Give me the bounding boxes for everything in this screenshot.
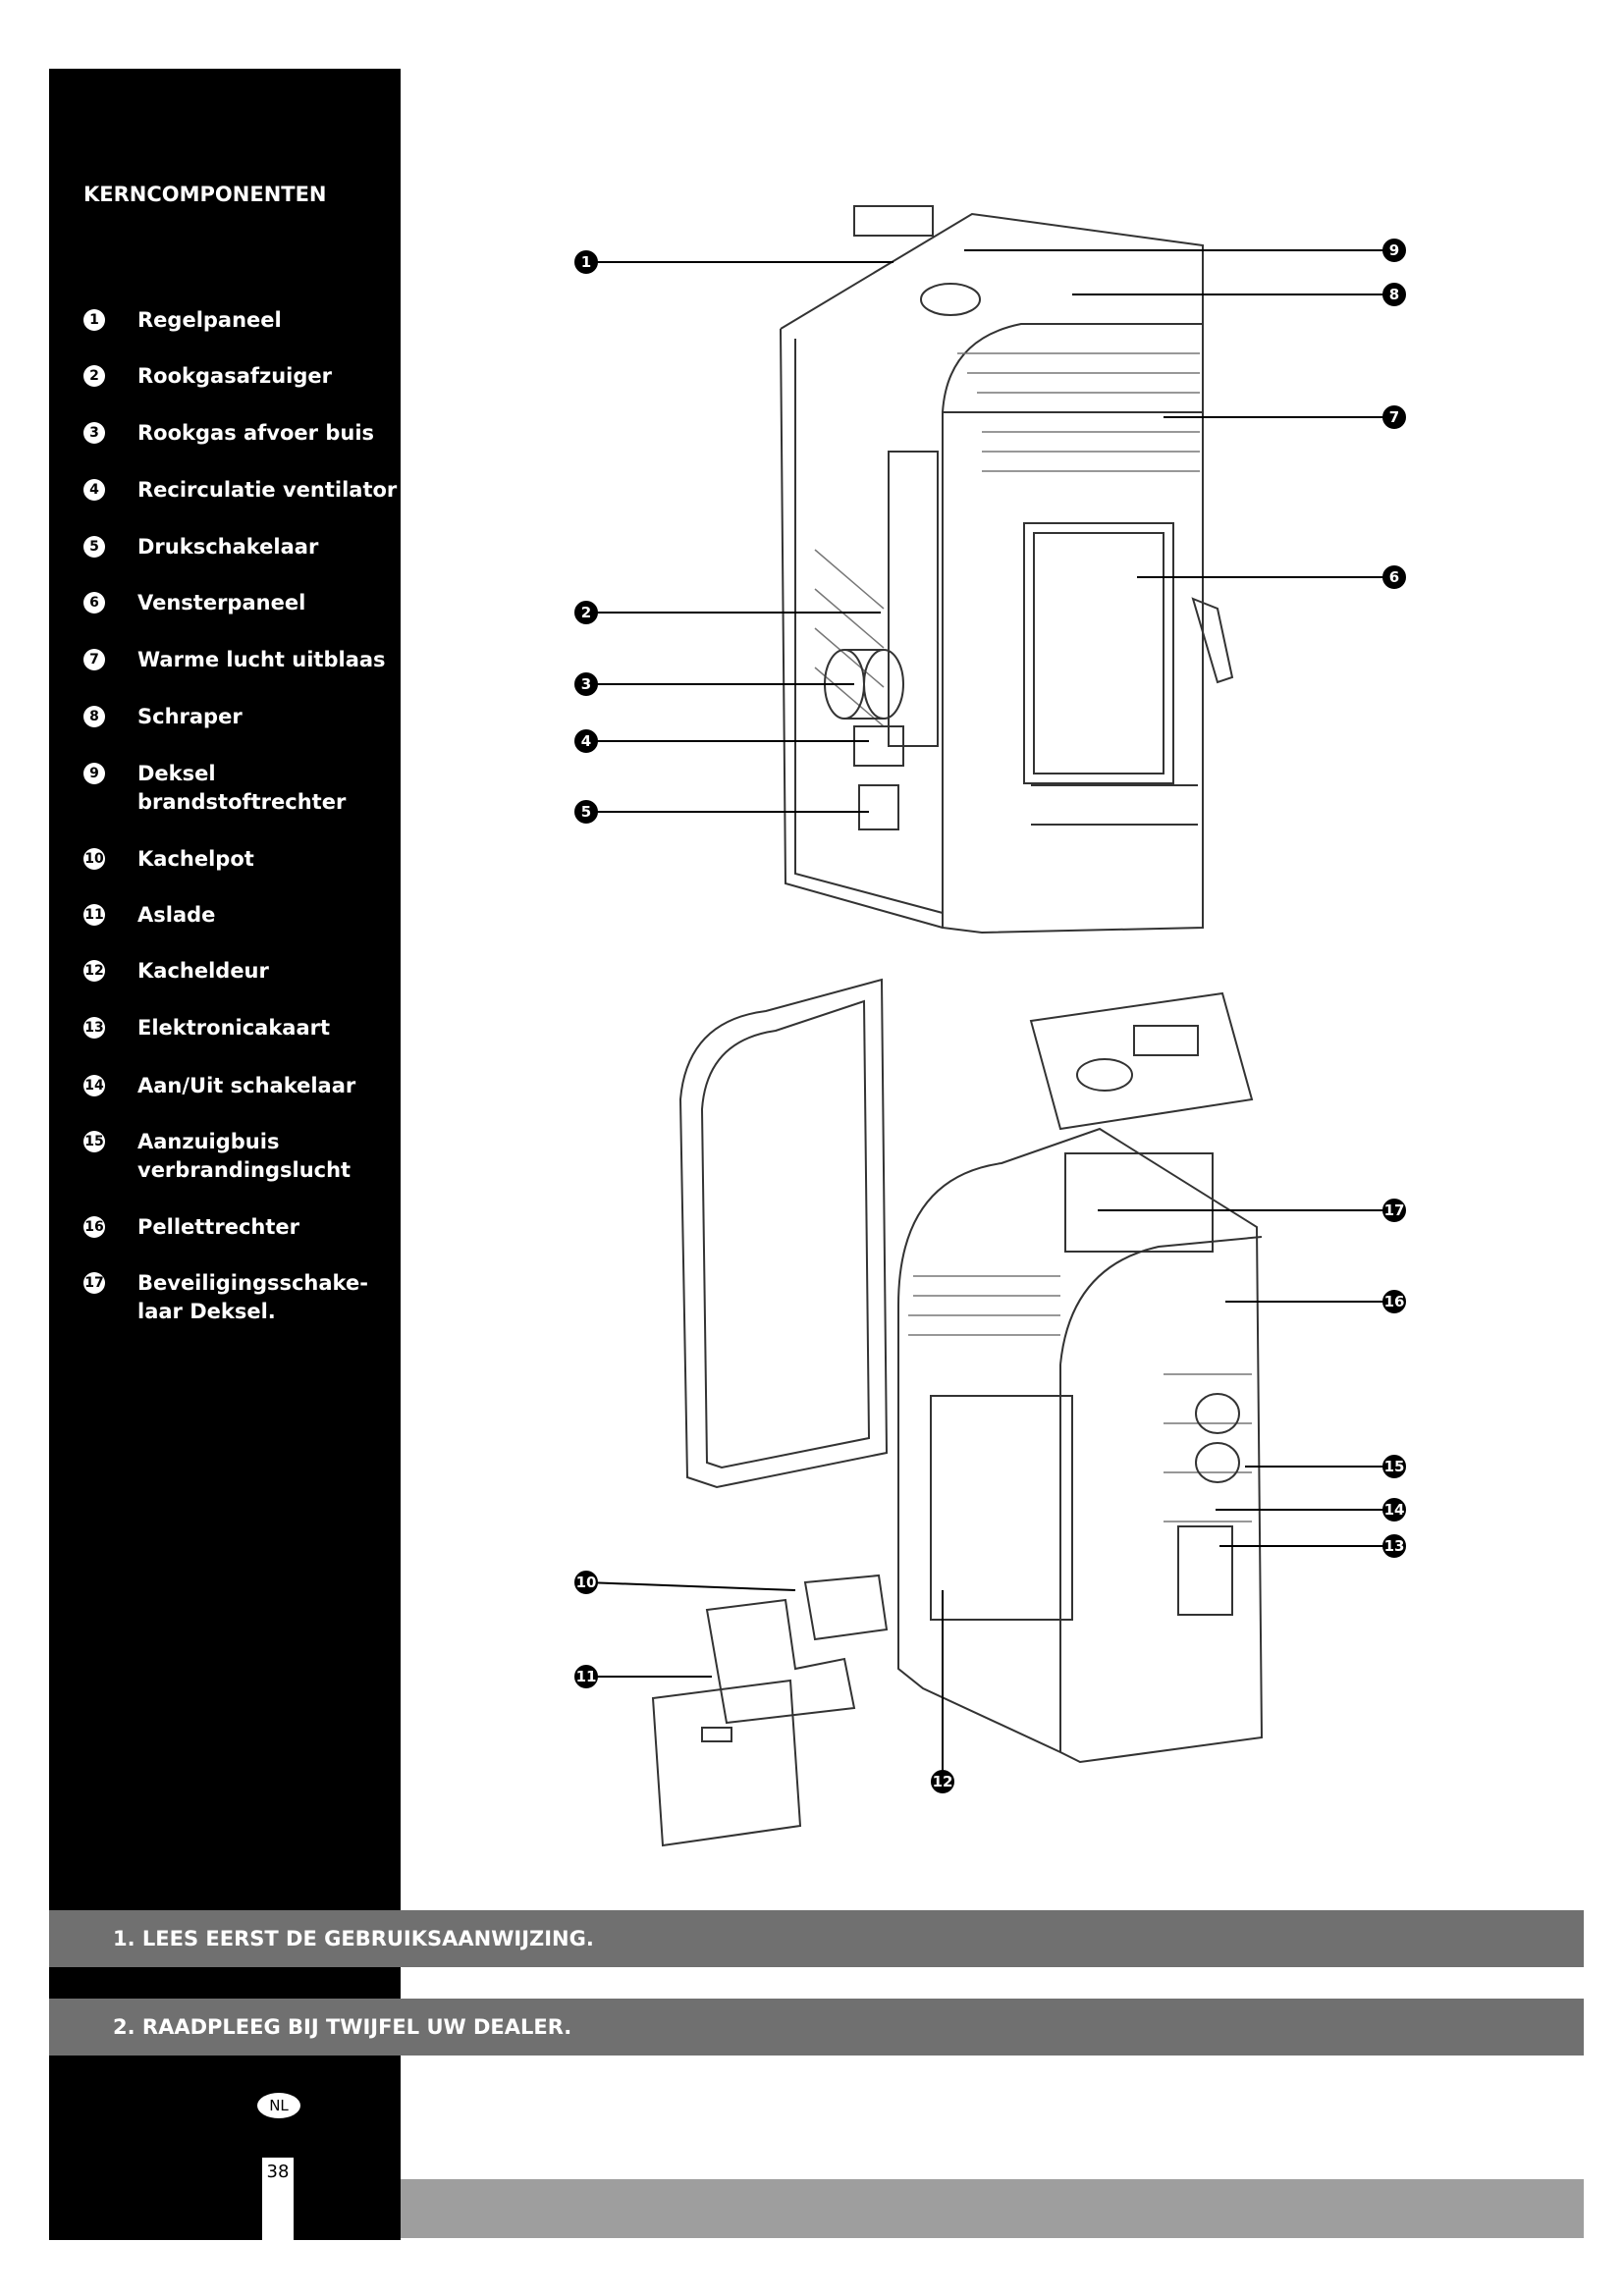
legend-number: 5 [83, 536, 105, 558]
legend-label: Pellettrechter [137, 1215, 299, 1239]
callout-10: 10 [574, 1571, 796, 1594]
section-title: KERNCOMPONENTEN [83, 183, 327, 206]
legend-label: Drukschakelaar [137, 535, 319, 559]
legend-number: 1 [83, 309, 105, 331]
callout-marker [574, 672, 598, 696]
callout-marker [574, 1571, 598, 1594]
callout-15: 15 [1245, 1455, 1406, 1478]
callout-marker [574, 250, 598, 274]
footer-bar [401, 2179, 1584, 2238]
legend-number: 3 [83, 422, 105, 444]
callout-marker [574, 800, 598, 824]
callout-marker [1382, 1290, 1406, 1313]
callout-marker [1382, 1455, 1406, 1478]
callout-13: 13 [1219, 1534, 1406, 1558]
legend-number: 8 [83, 706, 105, 727]
callout-2: 2 [574, 601, 881, 624]
callout-marker [1382, 1534, 1406, 1558]
callout-line [585, 1581, 796, 1591]
callout-number: 8 [1389, 286, 1399, 303]
legend-label: Vensterpaneel [137, 591, 306, 614]
notice-1: 1. LEES EERST DE GEBRUIKSAANWIJZING. [113, 1927, 594, 1950]
callout-number: 11 [576, 1668, 597, 1685]
legend-label: Rookgas afvoer buis [137, 421, 375, 445]
callout-marker [574, 1665, 598, 1688]
callout-number: 2 [581, 604, 591, 621]
stove-assembled [780, 205, 1234, 934]
legend-label: Schraper [137, 705, 243, 728]
callout-5: 5 [574, 800, 869, 824]
callout-9: 9 [964, 239, 1406, 262]
callout-marker [574, 601, 598, 624]
legend-label: Rookgasafzuiger [137, 364, 333, 388]
callout-6: 6 [1137, 565, 1406, 589]
legend-label: Aan/Uit schakelaar [137, 1074, 356, 1097]
legend-label: Warme lucht uitblaas [137, 648, 386, 671]
notice-bar-1: 1. LEES EERST DE GEBRUIKSAANWIJZING. [49, 1910, 1584, 1967]
callout-number: 4 [581, 732, 591, 750]
legend-number: 15 [83, 1131, 105, 1152]
legend-label: Elektronicakaart [137, 1016, 331, 1040]
callout-1: 1 [574, 250, 893, 274]
stove-exploded [651, 978, 1264, 1847]
callout-marker [1382, 565, 1406, 589]
callout-marker [931, 1770, 954, 1793]
callout-number: 9 [1389, 241, 1399, 259]
callout-number: 13 [1384, 1537, 1405, 1555]
legend-label: Regelpaneel [137, 308, 282, 332]
legend-number: 2 [83, 365, 105, 387]
callout-marker [1382, 405, 1406, 429]
callout-number: 12 [933, 1773, 953, 1790]
legend-number: 10 [83, 848, 105, 870]
callout-8: 8 [1072, 283, 1406, 306]
callout-number: 17 [1384, 1201, 1405, 1219]
language-badge: NL [257, 2093, 300, 2118]
callout-3: 3 [574, 672, 854, 696]
legend-number: 4 [83, 479, 105, 501]
callout-number: 16 [1384, 1293, 1405, 1310]
legend-number: 9 [83, 763, 105, 784]
legend-label: Recirculatie ventilator [137, 478, 398, 502]
callout-16: 16 [1225, 1290, 1406, 1313]
legend-label: Beveiligingsschake-laar Deksel. [137, 1271, 368, 1323]
callout-marker [1382, 283, 1406, 306]
notice-bar-2: 2. RAADPLEEG BIJ TWIJFEL UW DEALER. [49, 1999, 1584, 2056]
callout-marker [1382, 1498, 1406, 1522]
legend-label: Kacheldeur [137, 959, 269, 983]
legend-number: 11 [83, 904, 105, 926]
callout-marker [1382, 239, 1406, 262]
legend-number: 13 [83, 1017, 105, 1039]
legend-label: Aanzuigbuis verbrandingslucht [137, 1130, 352, 1182]
callout-number: 15 [1384, 1458, 1405, 1475]
legend-label: Deksel brandstoftrechter [137, 762, 347, 814]
callout-marker [574, 729, 598, 753]
legend-number: 17 [83, 1272, 105, 1294]
callout-number: 7 [1389, 408, 1399, 426]
page-number: 38 [262, 2158, 294, 2240]
callout-4: 4 [574, 729, 869, 753]
callout-number: 1 [581, 253, 591, 271]
callout-number: 6 [1389, 568, 1399, 586]
legend-label: Aslade [137, 903, 216, 927]
sidebar [49, 69, 401, 2240]
legend-number: 7 [83, 649, 105, 670]
callout-12: 12 [931, 1590, 954, 1793]
callout-number: 10 [576, 1574, 597, 1591]
legend-number: 16 [83, 1216, 105, 1238]
callout-17: 17 [1098, 1199, 1406, 1222]
notice-2: 2. RAADPLEEG BIJ TWIJFEL UW DEALER. [113, 2015, 572, 2039]
callout-number: 3 [581, 675, 591, 693]
callout-7: 7 [1164, 405, 1406, 429]
callout-14: 14 [1216, 1498, 1406, 1522]
legend-number: 12 [83, 960, 105, 982]
legend-label: Kachelpot [137, 847, 254, 871]
callout-11: 11 [574, 1665, 712, 1688]
callout-number: 14 [1384, 1501, 1405, 1519]
callout-number: 5 [581, 803, 591, 821]
callout-marker [1382, 1199, 1406, 1222]
legend-number: 6 [83, 592, 105, 614]
legend-number: 14 [83, 1075, 105, 1096]
